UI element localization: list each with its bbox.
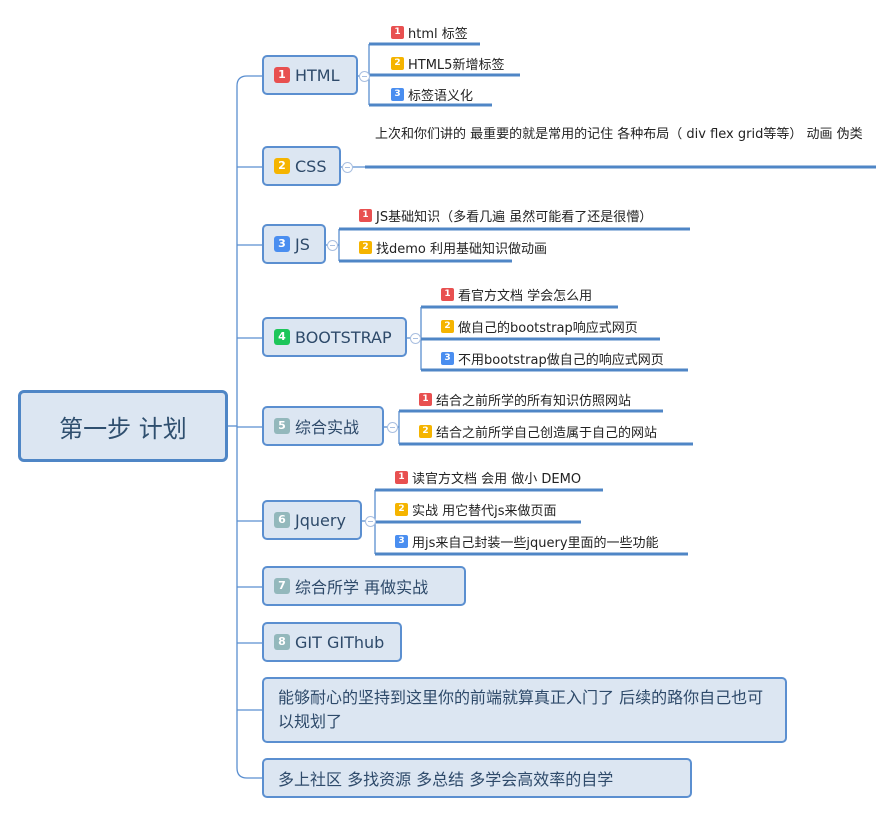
priority-3-icon: 3 — [274, 236, 290, 252]
subtopic[interactable]: 1 html 标签 — [391, 23, 468, 42]
subtopic[interactable]: 3 标签语义化 — [391, 85, 473, 104]
collapse-icon[interactable] — [387, 422, 398, 433]
collapse-icon[interactable] — [410, 333, 421, 344]
topic-label: 综合所学 再做实战 — [295, 578, 429, 597]
topic-label: Jquery — [295, 510, 346, 530]
subtopic-label: html 标签 — [408, 27, 468, 42]
subtopic-label: 做自己的bootstrap响应式网页 — [458, 321, 638, 336]
subtopic-label: 看官方文档 学会怎么用 — [458, 289, 593, 304]
root-title: 第一步 计划 — [59, 414, 187, 443]
priority-2-icon: 2 — [359, 241, 372, 254]
priority-1-icon: 1 — [274, 67, 290, 83]
topic-bootstrap[interactable]: 4 BOOTSTRAP — [262, 317, 407, 357]
collapse-icon[interactable] — [365, 516, 376, 527]
priority-1-icon: 1 — [359, 209, 372, 222]
topic-label: 综合实战 — [295, 418, 360, 437]
root-topic[interactable]: 第一步 计划 — [18, 390, 228, 462]
subtopic[interactable]: 2 结合之前所学自己创造属于自己的网站 — [419, 422, 657, 441]
subtopic-label: HTML5新增标签 — [408, 58, 505, 73]
subtopic[interactable]: 2 做自己的bootstrap响应式网页 — [441, 317, 638, 336]
subtopic-label: 找demo 利用基础知识做动画 — [376, 242, 547, 257]
topic-label: 多上社区 多找资源 多总结 多学会高效率的自学 — [278, 770, 614, 789]
collapse-icon[interactable] — [359, 71, 370, 82]
priority-1-icon: 1 — [395, 471, 408, 484]
topic-label: GIT GIThub — [295, 632, 385, 652]
subtopic-label: 实战 用它替代js来做页面 — [412, 504, 557, 519]
priority-1-icon: 1 — [419, 393, 432, 406]
topic-community[interactable]: 多上社区 多找资源 多总结 多学会高效率的自学 — [262, 758, 692, 798]
topic-jquery[interactable]: 6 Jquery — [262, 500, 362, 540]
subtopic-label: 不用bootstrap做自己的响应式网页 — [458, 353, 664, 368]
priority-5-icon: 5 — [274, 418, 290, 434]
topic-practice[interactable]: 5 综合实战 — [262, 406, 384, 446]
subtopic[interactable]: 3 不用bootstrap做自己的响应式网页 — [441, 349, 664, 368]
priority-4-icon: 4 — [274, 329, 290, 345]
subtopic[interactable]: 1 读官方文档 会用 做小 DEMO — [395, 468, 581, 487]
topic-label: 能够耐心的坚持到这里你的前端就算真正入门了 后续的路你自己也可以规划了 — [278, 688, 764, 731]
topic-js[interactable]: 3 JS — [262, 224, 326, 264]
topic-html[interactable]: 1 HTML — [262, 55, 358, 95]
priority-1-icon: 1 — [391, 26, 404, 39]
topic-review[interactable]: 7 综合所学 再做实战 — [262, 566, 466, 606]
subtopic-label: 用js来自己封装一些jquery里面的一些功能 — [412, 536, 659, 551]
subtopic-label: 结合之前所学的所有知识仿照网站 — [436, 394, 632, 409]
topic-label: JS — [295, 234, 310, 254]
priority-8-icon: 8 — [274, 634, 290, 650]
subtopic[interactable]: 3 用js来自己封装一些jquery里面的一些功能 — [395, 532, 659, 551]
topic-label: HTML — [295, 65, 340, 85]
subtopic[interactable]: 2 实战 用它替代js来做页面 — [395, 500, 557, 519]
topic-git[interactable]: 8 GIT GIThub — [262, 622, 402, 662]
priority-2-icon: 2 — [419, 425, 432, 438]
subtopic[interactable]: 2 HTML5新增标签 — [391, 54, 504, 73]
topic-label: CSS — [295, 156, 327, 176]
collapse-icon[interactable] — [327, 240, 338, 251]
subtopic-label: 标签语义化 — [408, 89, 474, 104]
subtopic-label: 结合之前所学自己创造属于自己的网站 — [436, 426, 658, 441]
priority-3-icon: 3 — [395, 535, 408, 548]
priority-6-icon: 6 — [274, 512, 290, 528]
priority-1-icon: 1 — [441, 288, 454, 301]
subtopic[interactable]: 1 JS基础知识（多看几遍 虽然可能看了还是很懵） — [359, 206, 652, 225]
collapse-icon[interactable] — [342, 162, 353, 173]
css-note[interactable]: 上次和你们讲的 最重要的就是常用的记住 各种布局（ div flex grid等… — [375, 127, 863, 142]
priority-3-icon: 3 — [391, 88, 404, 101]
subtopic[interactable]: 1 看官方文档 学会怎么用 — [441, 285, 592, 304]
subtopic-label: 读官方文档 会用 做小 DEMO — [412, 472, 582, 487]
topic-css[interactable]: 2 CSS — [262, 146, 341, 186]
topic-label: BOOTSTRAP — [295, 327, 392, 347]
priority-2-icon: 2 — [441, 320, 454, 333]
priority-3-icon: 3 — [441, 352, 454, 365]
subtopic[interactable]: 2 找demo 利用基础知识做动画 — [359, 238, 547, 257]
subtopic[interactable]: 1 结合之前所学的所有知识仿照网站 — [419, 390, 631, 409]
priority-2-icon: 2 — [274, 158, 290, 174]
subtopic-label: JS基础知识（多看几遍 虽然可能看了还是很懵） — [376, 210, 653, 225]
priority-7-icon: 7 — [274, 578, 290, 594]
topic-encouragement[interactable]: 能够耐心的坚持到这里你的前端就算真正入门了 后续的路你自己也可以规划了 — [262, 677, 787, 743]
priority-2-icon: 2 — [391, 57, 404, 70]
priority-2-icon: 2 — [395, 503, 408, 516]
